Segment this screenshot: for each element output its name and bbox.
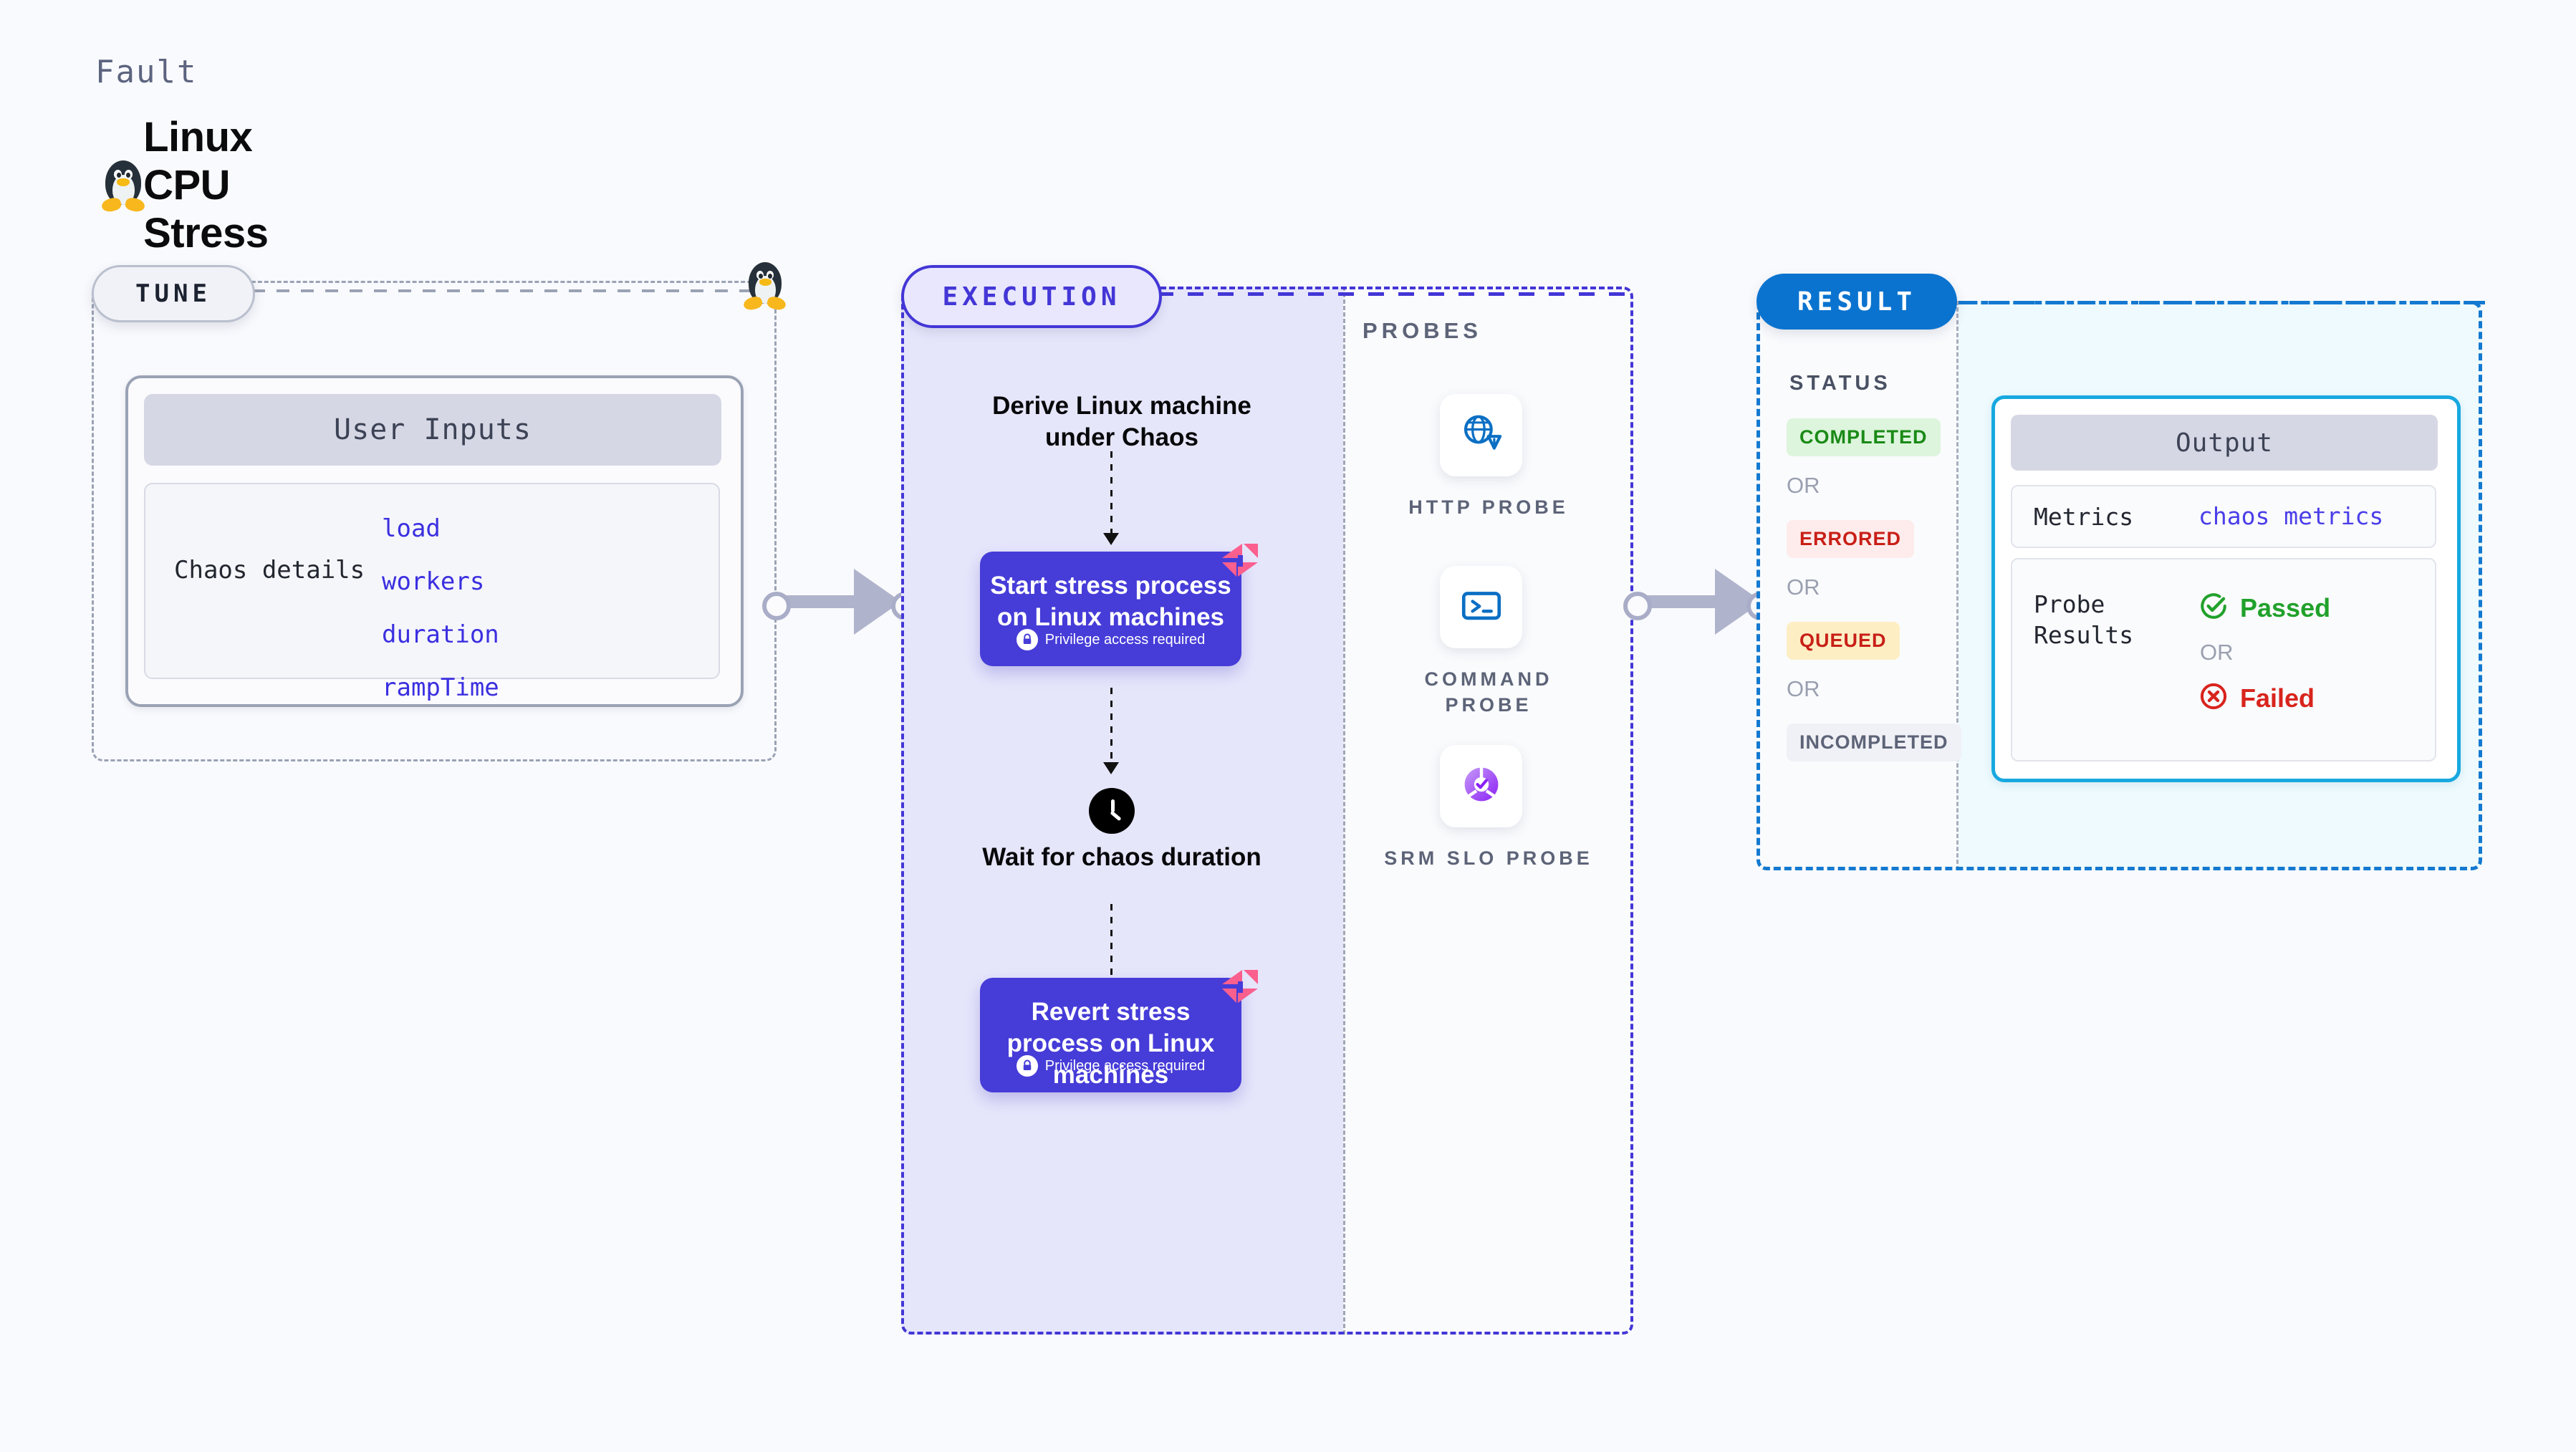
probe-result-or: OR [2200,640,2234,665]
arrow-start-to-wait-head [1103,762,1119,774]
output-probe-results-row: Probe Results Passed OR Failed [2011,558,2436,761]
lock-icon [1016,629,1038,650]
chaos-box-start-stress[interactable]: Start stress process on Linux machines P… [980,552,1241,666]
clock-icon [1089,788,1135,834]
probe-label-http: HTTP PROBE [1408,496,1569,518]
lock-icon [1016,1055,1038,1077]
status-badge-queued: QUEUED [1787,622,1900,660]
chaos-box-revert-stress-title: Revert stress process on Linux machines [1006,998,1215,1089]
harness-logo-icon [1218,966,1262,1007]
chaos-box-revert-stress[interactable]: Revert stress process on Linux machines … [980,978,1241,1092]
probe-label-command: COMMAND PROBE [1424,668,1553,716]
slo-donut-check-icon [1458,761,1505,812]
probe-results-key: Probe Results [2034,590,2134,649]
user-inputs-body: Chaos details load workers duration ramp… [144,483,720,702]
tune-section [92,281,777,761]
status-badge-errored: ERRORED [1787,520,1915,558]
chaos-box-start-stress-note: Privilege access required [980,629,1241,650]
probe-result-failed: Failed [2198,681,2315,715]
arrow-start-to-wait [1110,688,1112,766]
check-circle-icon [2198,591,2229,625]
user-inputs-card-header: User Inputs [144,394,721,466]
probe-result-passed-text: Passed [2240,592,2331,622]
output-metrics-row: Metrics chaos metrics [2011,485,2436,548]
arrow-derive-to-start [1110,451,1112,537]
chaos-box-revert-stress-note-text: Privilege access required [1044,1057,1206,1074]
status-badge-incompleted: INCOMPLETED [1787,723,1961,761]
chaos-param-duration[interactable]: duration [382,620,499,649]
probe-card-srm-slo[interactable] [1440,745,1522,827]
arrow-derive-to-start-head [1103,533,1119,545]
fault-eyebrow-label: Fault [95,54,198,90]
execution-step-derive-text: Derive Linux machine under Chaos [992,392,1251,451]
tune-leader-line [252,289,754,292]
page-title: Linux CPU Stress [143,114,269,256]
probe-card-command[interactable] [1440,566,1522,648]
metrics-value[interactable]: chaos metrics [2198,502,2384,530]
chaos-param-workers[interactable]: workers [382,567,485,596]
probe-card-http[interactable] [1440,394,1522,476]
chaos-params-list: load workers duration rampTime [382,514,499,702]
linux-penguin-icon [100,159,146,213]
execution-section [901,287,1633,1335]
chaos-param-load[interactable]: load [382,514,441,543]
terminal-icon [1458,582,1505,633]
probe-result-failed-text: Failed [2240,683,2315,713]
result-status-pane [1756,301,1959,870]
user-inputs-title: User Inputs [334,413,532,446]
fault-title-row: Linux CPU Stress [100,113,292,257]
chaos-box-start-stress-title: Start stress process on Linux machines [990,572,1231,631]
chaos-box-start-stress-note-text: Privilege access required [1044,631,1206,648]
status-badge-completed: COMPLETED [1787,418,1941,456]
metrics-key: Metrics [2034,503,2134,531]
output-card-header: Output [2011,415,2438,471]
chaos-box-revert-stress-note: Privilege access required [980,1055,1241,1077]
execution-step-wait-text: Wait for chaos duration [982,843,1261,871]
globe-warning-icon [1458,410,1505,461]
probe-label-srm-slo: SRM SLO PROBE [1384,847,1593,869]
result-section-tag[interactable]: RESULT [1756,274,1957,330]
status-or-1: OR [1787,473,1820,498]
chaos-details-label: Chaos details [174,556,365,585]
chaos-param-ramptime[interactable]: rampTime [382,673,499,702]
output-card: Output Metrics chaos metrics Probe Resul… [1991,395,2461,782]
status-label: STATUS [1789,372,1891,395]
probe-result-passed: Passed [2198,591,2330,625]
probes-label: PROBES [1363,318,1482,343]
harness-logo-icon [1218,539,1262,581]
tune-linux-penguin-icon [742,261,787,312]
x-circle-icon [2198,681,2229,715]
tune-section-tag[interactable]: TUNE [92,265,255,322]
arrow-wait-to-revert [1110,904,1112,990]
execution-section-tag[interactable]: EXECUTION [901,265,1162,328]
status-or-2: OR [1787,574,1820,600]
result-leader-line [1959,301,2485,304]
execution-leader-line [1158,292,1636,296]
status-or-3: OR [1787,676,1820,701]
user-inputs-card: User Inputs Chaos details load workers d… [125,375,744,707]
output-card-title: Output [2175,428,2274,458]
